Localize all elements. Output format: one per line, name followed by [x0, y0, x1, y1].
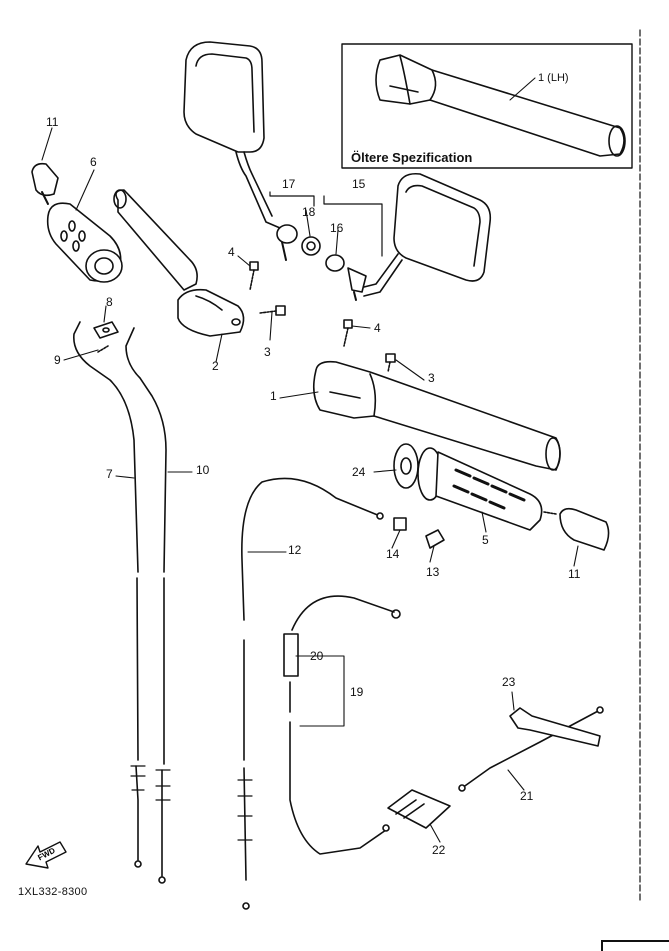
callout-8: 8	[106, 295, 113, 309]
inset-part-label: 1 (LH)	[538, 72, 569, 84]
callout-1: 1	[270, 389, 277, 403]
bracket-17	[269, 191, 315, 207]
callout-24: 24	[352, 465, 366, 479]
cable-band-23	[509, 707, 601, 747]
right-mirror	[323, 172, 492, 301]
callout-12: 12	[288, 543, 302, 557]
callout-7: 7	[106, 467, 113, 481]
callout-5: 5	[482, 533, 489, 547]
throttle-cable-10	[125, 327, 171, 884]
callout-3-right: 3	[428, 371, 435, 385]
left-bar-end-weight	[31, 162, 59, 205]
callout-11-right: 11	[568, 567, 581, 581]
callout-14: 14	[386, 547, 400, 561]
callout-11-left: 11	[46, 115, 59, 129]
inset-older-spec	[341, 43, 633, 169]
callout-13: 13	[426, 565, 440, 579]
cable-21	[458, 706, 604, 792]
callout-17: 17	[282, 177, 296, 191]
callout-3-left: 3	[264, 345, 271, 359]
cable-bracket-8	[93, 321, 119, 339]
right-grip	[417, 447, 543, 531]
left-grip	[46, 202, 123, 283]
inset-title: Öltere Spezification	[351, 150, 473, 165]
callout-22: 22	[432, 843, 446, 857]
cable-12	[237, 477, 384, 910]
cable-junction-22	[387, 789, 451, 829]
callout-9: 9	[54, 353, 61, 367]
callout-23: 23	[502, 675, 516, 689]
callout-19: 19	[350, 685, 364, 699]
callout-10: 10	[196, 463, 210, 477]
callout-15: 15	[352, 177, 366, 191]
throttle-cable-7	[73, 321, 146, 868]
screw-9	[97, 345, 109, 353]
cable-19	[283, 595, 401, 855]
screw-3-right	[385, 353, 396, 373]
callout-2: 2	[212, 359, 219, 373]
callout-4-right: 4	[374, 321, 381, 335]
callout-6: 6	[90, 155, 97, 169]
page-corner-mark	[601, 940, 669, 951]
left-handlebar	[113, 189, 245, 337]
callout-21: 21	[520, 789, 534, 803]
leader-lines	[41, 127, 579, 843]
fwd-label: FWD	[36, 846, 57, 863]
part-13	[425, 529, 445, 549]
right-bar-end-weight	[543, 507, 610, 551]
screw-3-left	[259, 305, 286, 316]
diagram-code: 1XL332-8300	[18, 886, 88, 898]
fwd-arrow-icon	[25, 841, 67, 869]
mirror-adapter-18	[301, 236, 321, 256]
callout-4-left: 4	[228, 245, 235, 259]
callout-16: 16	[330, 221, 344, 235]
callout-20: 20	[310, 649, 324, 663]
right-handlebar	[312, 360, 561, 471]
screw-4-right	[343, 319, 353, 347]
callout-18: 18	[302, 205, 316, 219]
left-mirror	[183, 41, 298, 261]
